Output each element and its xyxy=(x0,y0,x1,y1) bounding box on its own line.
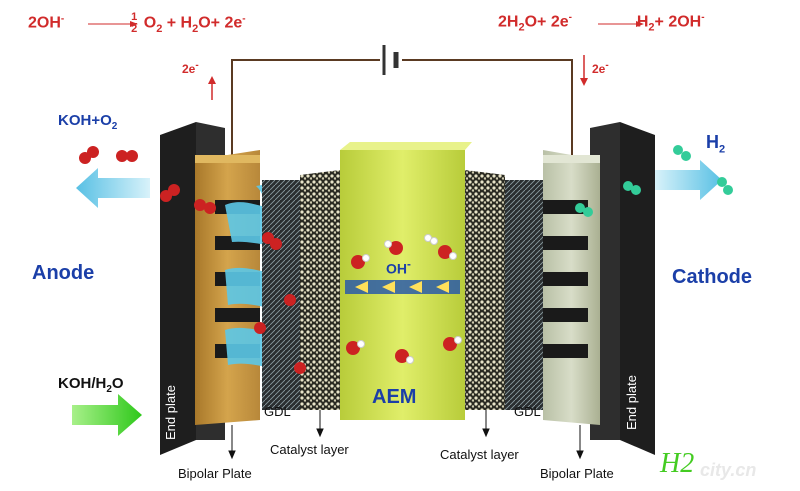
koh-o2-output-label: KOH+O2 xyxy=(58,112,118,132)
hydroxide-arrow-icon xyxy=(345,280,460,294)
catalyst-layer-right xyxy=(465,170,505,410)
watermark-site: city.cn xyxy=(700,460,757,480)
electron-arrow-right-icon xyxy=(580,55,588,86)
reaction-arrow-anode-icon xyxy=(88,21,138,27)
end-plate-left-label: End plate xyxy=(163,385,178,440)
cathode-bipolar-plate xyxy=(543,150,600,425)
hydrogen-molecule-icon xyxy=(575,145,733,217)
gdl-right-label: GDL xyxy=(514,404,541,419)
label-leader-lines xyxy=(228,410,584,460)
gdl-left-label: GDL xyxy=(264,404,291,419)
inflow-arrow-icon xyxy=(72,394,142,436)
external-circuit xyxy=(88,21,644,160)
h2-output-label: H2 xyxy=(706,132,726,156)
catalyst-layer-left xyxy=(300,170,340,410)
electron-label-right: 2e- xyxy=(592,60,609,76)
bipolar-plate-right-label: Bipolar Plate xyxy=(540,466,614,481)
oxygen-molecule-icon xyxy=(79,146,306,374)
bipolar-plate-left-label: Bipolar Plate xyxy=(178,466,252,481)
anode-label: Anode xyxy=(32,262,95,284)
koh-h2o-input-label: KOH/H2O xyxy=(58,375,124,395)
outflow-arrow-left-icon xyxy=(76,168,150,208)
outflow-arrow-right-icon xyxy=(655,160,722,200)
battery-icon xyxy=(382,45,399,75)
aem-label: AEM xyxy=(372,386,417,408)
electron-arrow-left-icon xyxy=(208,76,216,100)
end-plate-right-label: End plate xyxy=(624,375,639,430)
cathode-equation: 2H2O+ 2e- H2+ 2OH- xyxy=(498,12,705,34)
water-molecule-icon xyxy=(346,234,462,364)
gdl-right xyxy=(505,180,543,410)
reaction-arrow-cathode-icon xyxy=(598,21,644,27)
gdl-left xyxy=(262,180,300,410)
cathode-label: Cathode xyxy=(672,266,752,288)
electron-label-left: 2e- xyxy=(182,60,199,76)
catalyst-layer-left-label: Catalyst layer xyxy=(270,442,349,457)
hydroxide-label: OH- xyxy=(386,258,411,277)
watermark-logo: H2 xyxy=(660,448,695,479)
catalyst-layer-right-label: Catalyst layer xyxy=(440,447,519,462)
